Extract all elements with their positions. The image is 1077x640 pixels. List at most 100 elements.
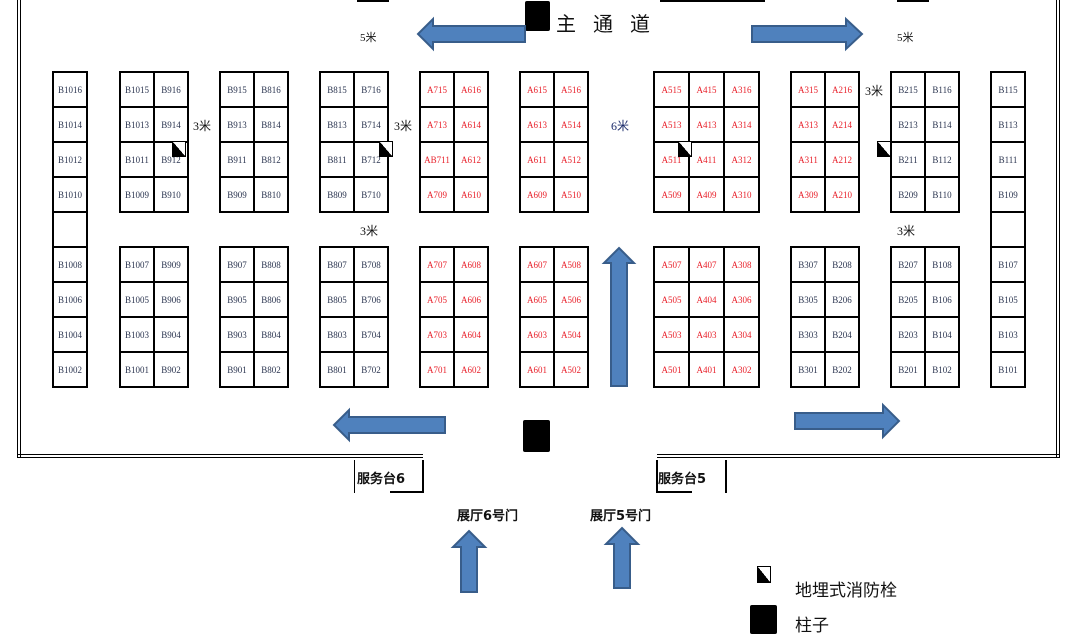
booth: B215 [890, 71, 926, 108]
booth: A216 [824, 71, 860, 108]
booth: A506 [553, 281, 589, 318]
booth: B906 [153, 281, 189, 318]
booth: A210 [824, 176, 860, 213]
fire-hydrant-icon [379, 141, 393, 157]
door-5-label: 展厅5号门 [590, 509, 652, 524]
booth: A610 [453, 176, 489, 213]
booth: B914 [153, 106, 189, 143]
booth: B303 [790, 316, 826, 353]
booth: B802 [253, 351, 289, 388]
booth: B804 [253, 316, 289, 353]
booth: B1001 [119, 351, 155, 388]
booth: B710 [353, 176, 389, 213]
booth: B213 [890, 106, 926, 143]
booth: B203 [890, 316, 926, 353]
booth: A513 [653, 106, 690, 143]
booth: B110 [924, 176, 960, 213]
bottom-wall-left [17, 454, 423, 458]
booth: B903 [219, 316, 255, 353]
booth: B814 [253, 106, 289, 143]
booth: A601 [519, 351, 555, 388]
booth: A313 [790, 106, 826, 143]
booth: B1013 [119, 106, 155, 143]
distance-label: 3米 [897, 224, 916, 238]
top-wall-segment [897, 0, 929, 2]
booth: A401 [688, 351, 725, 388]
booth: A603 [519, 316, 555, 353]
booth: A309 [790, 176, 826, 213]
booth: A515 [653, 71, 690, 108]
booth: A404 [688, 281, 725, 318]
booth: B307 [790, 246, 826, 283]
distance-label: 5米 [360, 32, 377, 44]
booth: A413 [688, 106, 725, 143]
booth: B809 [319, 176, 355, 213]
fire-hydrant-icon [877, 141, 891, 157]
booth: B716 [353, 71, 389, 108]
legend-pillar-icon [750, 605, 777, 634]
legend-hydrant-icon [757, 566, 771, 583]
booth-empty [52, 211, 88, 248]
booth: B806 [253, 281, 289, 318]
booth: A212 [824, 141, 860, 178]
distance-label: 6米 [611, 119, 630, 133]
left-wall [17, 0, 21, 458]
booth: A403 [688, 316, 725, 353]
booth: B803 [319, 316, 355, 353]
booth: A310 [723, 176, 760, 213]
door-6-label: 展厅6号门 [457, 509, 519, 524]
fire-hydrant-icon [678, 141, 692, 157]
booth: B202 [824, 351, 860, 388]
booth: A613 [519, 106, 555, 143]
booth: A615 [519, 71, 555, 108]
booth: B808 [253, 246, 289, 283]
booth: B704 [353, 316, 389, 353]
booth: B816 [253, 71, 289, 108]
legend-hydrant-label: 地埋式消防栓 [795, 581, 897, 600]
booth: B909 [219, 176, 255, 213]
booth: A306 [723, 281, 760, 318]
booth: B810 [253, 176, 289, 213]
booth: B102 [924, 351, 960, 388]
booth: B1011 [119, 141, 155, 178]
booth: B1010 [52, 176, 88, 213]
right-wall [1056, 0, 1060, 458]
booth: B104 [924, 316, 960, 353]
booth: B111 [990, 141, 1026, 178]
booth: A315 [790, 71, 826, 108]
booth: B113 [990, 106, 1026, 143]
booth: B708 [353, 246, 389, 283]
booth: B305 [790, 281, 826, 318]
distance-label: 3米 [394, 119, 413, 133]
booth: B702 [353, 351, 389, 388]
booth: A502 [553, 351, 589, 388]
main-aisle-title: 主 通 道 [556, 14, 656, 36]
booth: B1007 [119, 246, 155, 283]
booth: A504 [553, 316, 589, 353]
service-desk-5: 服务台5 [656, 460, 727, 493]
bottom-wall-right [657, 454, 1060, 458]
service-desk-6: 服务台6 [354, 460, 424, 493]
booth: B103 [990, 316, 1026, 353]
booth: B205 [890, 281, 926, 318]
booth: A713 [419, 106, 455, 143]
booth: B105 [990, 281, 1026, 318]
booth-empty [990, 211, 1026, 248]
booth: A503 [653, 316, 690, 353]
booth: A505 [653, 281, 690, 318]
booth: A314 [723, 106, 760, 143]
distance-label: 3米 [360, 224, 379, 238]
booth: A607 [519, 246, 555, 283]
booth: B712 [353, 141, 389, 178]
top-wall-segment [357, 0, 389, 2]
booth: B1003 [119, 316, 155, 353]
booth: B915 [219, 71, 255, 108]
booth: B1009 [119, 176, 155, 213]
booth: A501 [653, 351, 690, 388]
booth: B1015 [119, 71, 155, 108]
booth: A703 [419, 316, 455, 353]
booth: A316 [723, 71, 760, 108]
booth: B801 [319, 351, 355, 388]
booth: A507 [653, 246, 690, 283]
top-wall-segment [660, 0, 765, 2]
